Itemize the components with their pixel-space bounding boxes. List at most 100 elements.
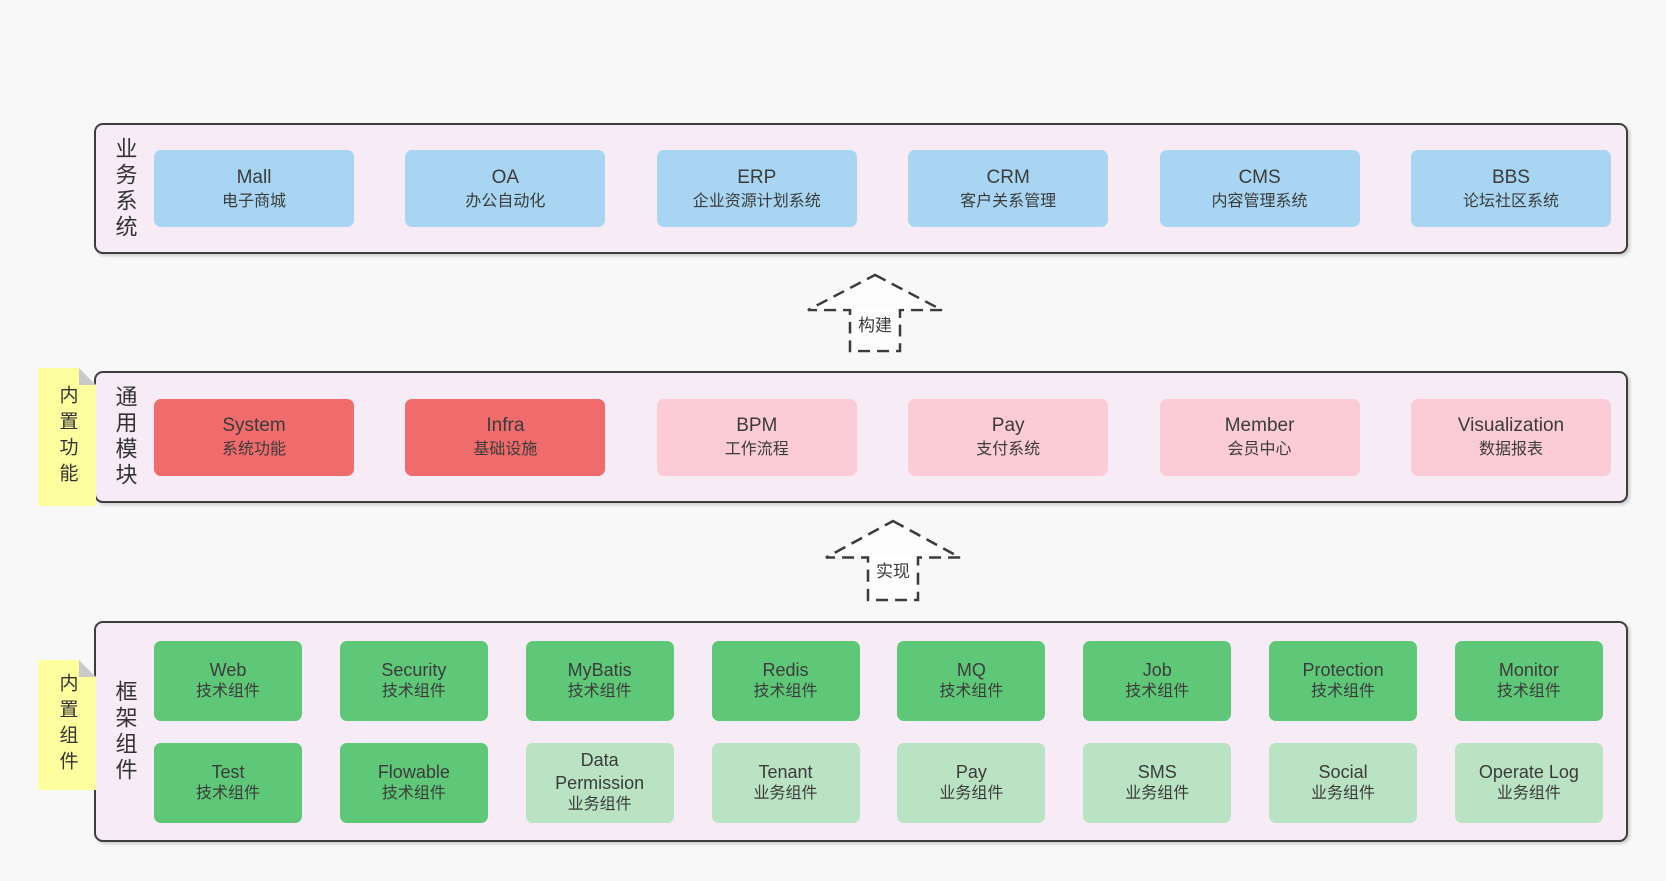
box-operate-log: Operate Log 业务组件 <box>1454 742 1603 823</box>
note-text: 内置组件 <box>56 673 78 777</box>
box-cms: CMS 内容管理系统 <box>1159 150 1360 227</box>
box-desc: 业务组件 <box>567 796 632 814</box>
band-business-systems-label: 业务系统 <box>96 125 153 252</box>
box-mq: MQ 技术组件 <box>897 640 1046 721</box>
box-mall: Mall 电子商城 <box>154 150 354 227</box>
box-desc: 技术组件 <box>381 784 446 802</box>
band-label-text: 业务系统 <box>112 136 138 241</box>
box-desc: 工作流程 <box>724 441 789 459</box>
note-built-in-components: 内置组件 <box>38 660 96 790</box>
box-name: Social <box>1318 761 1368 782</box>
box-name: Protection <box>1302 659 1384 680</box>
business-systems-row: Mall 电子商城 OA 办公自动化 ERP 企业资源计划系统 CRM 客户关系… <box>153 125 1626 252</box>
box-name: SMS <box>1137 761 1177 782</box>
box-system: System 系统功能 <box>154 398 354 476</box>
box-web: Web 技术组件 <box>154 640 302 721</box>
box-name: Job <box>1142 659 1172 680</box>
box-desc: 业务组件 <box>1496 784 1561 802</box>
box-desc: 技术组件 <box>567 682 632 700</box>
note-built-in-features: 内置功能 <box>38 368 96 506</box>
band-label-text: 框架组件 <box>112 679 138 784</box>
common-modules-row: System 系统功能 Infra 基础设施 BPM 工作流程 Pay 支付系统… <box>153 373 1626 501</box>
box-name: MQ <box>956 659 986 680</box>
band-business-systems: 业务系统 Mall 电子商城 OA 办公自动化 ERP 企业资源计划系统 CRM… <box>94 123 1628 254</box>
box-desc: 基础设施 <box>473 441 538 459</box>
box-name: Web <box>209 659 247 680</box>
framework-row-1: Web 技术组件 Security 技术组件 MyBatis 技术组件 Redi… <box>154 640 1603 721</box>
box-test: Test 技术组件 <box>154 742 302 823</box>
box-name: Test <box>211 761 245 782</box>
box-name: Visualization <box>1457 415 1565 437</box>
box-desc: 客户关系管理 <box>960 192 1057 210</box>
box-name: Redis <box>762 659 809 680</box>
box-pay-component: Pay 业务组件 <box>897 742 1046 823</box>
box-desc: 技术组件 <box>1125 682 1190 700</box>
band-framework-components-label: 框架组件 <box>96 623 153 840</box>
box-pay-system: Pay 支付系统 <box>908 398 1109 476</box>
box-bbs: BBS 论坛社区系统 <box>1410 150 1611 227</box>
box-data-permission: Data Permission 业务组件 <box>525 742 674 823</box>
box-name: Monitor <box>1498 659 1559 680</box>
box-flowable: Flowable 技术组件 <box>339 742 488 823</box>
box-desc: 技术组件 <box>1311 682 1376 700</box>
box-erp: ERP 企业资源计划系统 <box>656 150 857 227</box>
box-name: Mall <box>236 166 272 188</box>
box-name: OA <box>491 166 520 188</box>
box-oa: OA 办公自动化 <box>405 150 606 227</box>
box-desc: 会员中心 <box>1227 441 1292 459</box>
box-redis: Redis 技术组件 <box>711 640 860 721</box>
box-desc: 技术组件 <box>381 682 446 700</box>
box-name: BBS <box>1491 166 1530 188</box>
arrow-build-label: 构建 <box>854 310 896 337</box>
box-name: Member <box>1224 415 1295 437</box>
box-infra: Infra 基础设施 <box>405 398 606 476</box>
box-desc: 业务组件 <box>1125 784 1190 802</box>
box-name: Operate Log <box>1478 761 1579 782</box>
box-member: Member 会员中心 <box>1159 398 1360 476</box>
box-desc: 系统功能 <box>221 441 286 459</box>
box-name: Data Permission <box>555 750 645 794</box>
box-protection: Protection 技术组件 <box>1269 640 1418 721</box>
box-desc: 电子商城 <box>221 192 286 210</box>
box-name: Security <box>381 659 447 680</box>
box-visualization: Visualization 数据报表 <box>1410 398 1611 476</box>
box-crm: CRM 客户关系管理 <box>908 150 1109 227</box>
box-desc: 办公自动化 <box>465 192 546 210</box>
box-security: Security 技术组件 <box>339 640 488 721</box>
framework-row-2: Test 技术组件 Flowable 技术组件 Data Permission … <box>154 742 1603 823</box>
box-tenant: Tenant 业务组件 <box>711 742 860 823</box>
box-name: Tenant <box>758 761 813 782</box>
box-bpm: BPM 工作流程 <box>656 398 857 476</box>
box-sms: SMS 业务组件 <box>1083 742 1232 823</box>
arrow-implement-label: 实现 <box>872 556 914 583</box>
box-name: Infra <box>486 415 525 437</box>
box-desc: 技术组件 <box>939 682 1004 700</box>
arrow-implement: 实现 <box>823 518 963 603</box>
band-label-text: 通用模块 <box>112 385 138 489</box>
box-desc: 企业资源计划系统 <box>692 192 821 210</box>
box-name: Flowable <box>377 761 450 782</box>
box-name: BPM <box>736 415 778 437</box>
box-desc: 数据报表 <box>1478 441 1543 459</box>
band-common-modules-label: 通用模块 <box>96 373 153 501</box>
box-mybatis: MyBatis 技术组件 <box>525 640 674 721</box>
box-desc: 技术组件 <box>753 682 818 700</box>
box-desc: 支付系统 <box>976 441 1041 459</box>
box-desc: 技术组件 <box>195 682 260 700</box>
box-monitor: Monitor 技术组件 <box>1454 640 1603 721</box>
arrow-build: 构建 <box>805 272 945 354</box>
box-desc: 业务组件 <box>753 784 818 802</box>
box-social: Social 业务组件 <box>1269 742 1418 823</box>
box-job: Job 技术组件 <box>1083 640 1232 721</box>
band-common-modules: 通用模块 System 系统功能 Infra 基础设施 BPM 工作流程 Pay… <box>94 371 1628 503</box>
box-name: ERP <box>737 166 777 188</box>
box-name: Pay <box>955 761 987 782</box>
note-text: 内置功能 <box>56 385 78 489</box>
box-desc: 内容管理系统 <box>1211 192 1308 210</box>
box-name: Pay <box>991 415 1025 437</box>
box-desc: 论坛社区系统 <box>1462 192 1559 210</box>
framework-components-grid: Web 技术组件 Security 技术组件 MyBatis 技术组件 Redi… <box>153 623 1626 840</box>
box-desc: 技术组件 <box>195 784 260 802</box>
box-name: System <box>222 415 286 437</box>
box-desc: 业务组件 <box>939 784 1004 802</box>
